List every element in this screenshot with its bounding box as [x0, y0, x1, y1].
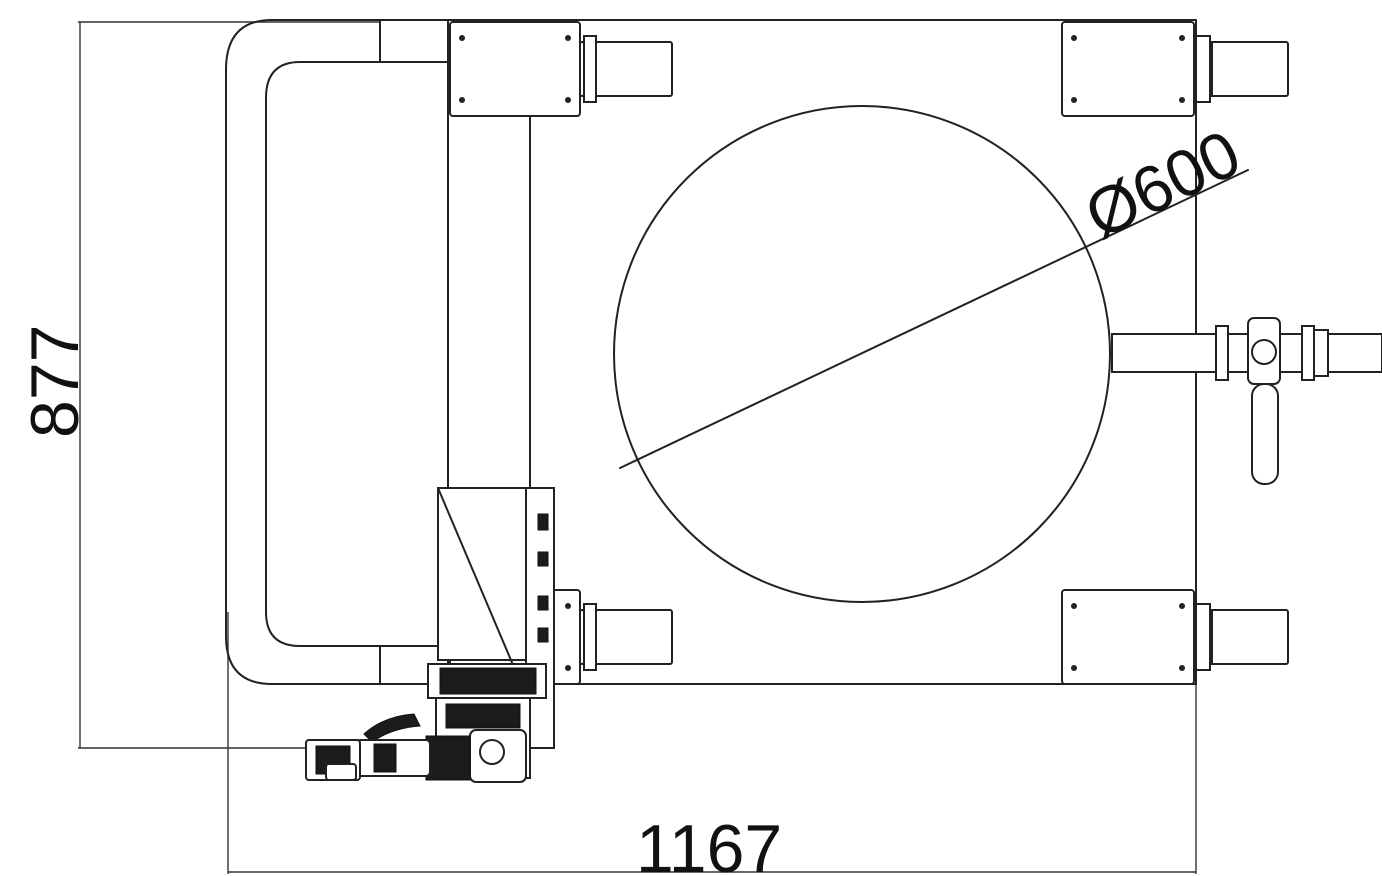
corner-plate-top-right — [1061, 21, 1195, 117]
height-dimension-label: 877 — [17, 325, 93, 438]
main-frame — [447, 19, 1197, 685]
pump-assembly — [305, 487, 555, 783]
caster-top-right — [1195, 35, 1289, 103]
width-dimension-label: 1167 — [636, 811, 782, 876]
corner-plate-top-left — [449, 21, 581, 117]
caster-bottom-left — [579, 603, 673, 671]
push-handle — [225, 19, 449, 685]
width-dimension: 1167 — [227, 612, 1197, 876]
diameter-label: Ø600 — [1074, 115, 1252, 252]
height-dimension: 877 — [17, 21, 380, 749]
caster-top-left — [579, 35, 673, 103]
caster-bottom-right — [1195, 603, 1289, 671]
corner-plate-bottom-right — [1061, 589, 1195, 685]
valve-handle — [1247, 317, 1281, 485]
